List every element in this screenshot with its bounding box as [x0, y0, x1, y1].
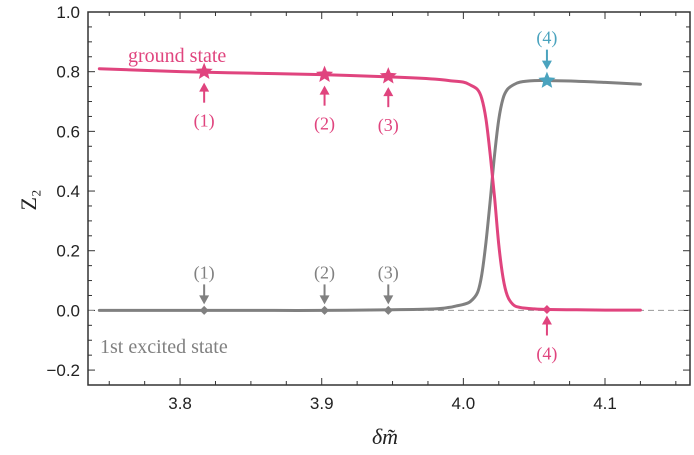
y-tick-label: −0.2: [46, 361, 80, 380]
marker-label: (2): [314, 114, 335, 135]
x-tick-label: 3.8: [168, 394, 192, 413]
marker-arrow-head: [199, 82, 210, 92]
marker-star: [379, 67, 397, 84]
marker-diamond: [320, 305, 330, 315]
series-line-ground-state: [97, 67, 642, 312]
marker-label: (3): [378, 262, 399, 283]
marker-label: (4): [536, 28, 557, 49]
series-line-excited-state: [97, 78, 642, 312]
y-tick-label: 0.4: [56, 182, 80, 201]
marker-diamond: [383, 305, 393, 315]
marker-layer: (1) (2) (3) (4) (1) (2) (3) (4): [194, 28, 558, 365]
y-tick-label: 1.0: [56, 3, 80, 22]
marker-arrow-head: [541, 315, 552, 325]
y-axis-title: Z₂: [16, 189, 41, 210]
series-layer: [97, 67, 642, 312]
marker-star: [538, 71, 556, 88]
marker-diamond: [199, 305, 209, 315]
x-axis-title: δm̃: [372, 424, 398, 449]
marker-label: (1): [194, 111, 215, 132]
marker-label: (3): [378, 115, 399, 136]
series-label-excited-state: 1st excited state: [100, 336, 228, 358]
series-label-ground-state: ground state: [128, 45, 226, 67]
marker-diamond: [542, 305, 552, 315]
y-tick-label: 0.8: [56, 63, 80, 82]
marker-arrow-head: [319, 295, 330, 305]
y-tick-label: 0.6: [56, 122, 80, 141]
marker-star: [315, 65, 334, 82]
x-tick-label: 4.0: [452, 394, 476, 413]
marker-arrow-head: [541, 60, 552, 70]
x-tick-label: 3.9: [310, 394, 334, 413]
y-tick-label: 0.2: [56, 242, 80, 261]
marker-arrow-head: [319, 85, 330, 95]
marker-label: (4): [536, 344, 557, 365]
marker-label: (1): [194, 262, 215, 283]
marker-arrow-head: [383, 295, 394, 305]
y-tick-label: 0.0: [56, 301, 80, 320]
marker-star: [195, 62, 213, 79]
marker-label: (2): [314, 262, 335, 283]
x-tick-label: 4.1: [593, 394, 617, 413]
label-layer: ground state 1st excited state: [100, 45, 228, 358]
marker-arrow-head: [199, 295, 210, 305]
plot-frame: [87, 11, 691, 386]
marker-arrow-head: [383, 87, 394, 97]
